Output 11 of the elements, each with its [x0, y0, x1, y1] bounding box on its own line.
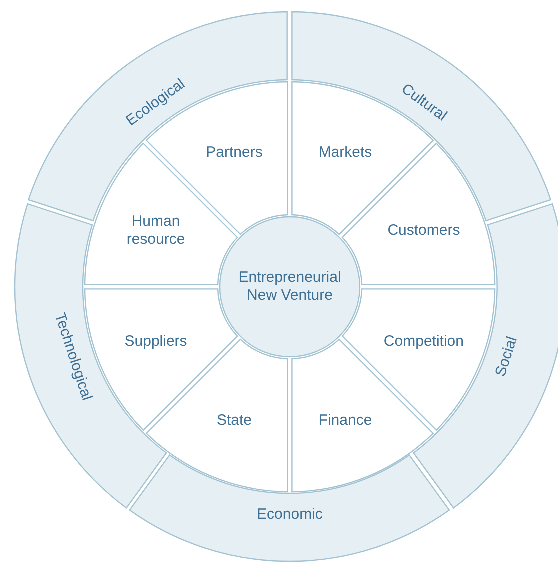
- sector-label: Competition: [384, 333, 464, 352]
- sector-label: Finance: [318, 412, 372, 430]
- sector-label: Suppliers: [124, 333, 188, 352]
- ring-label: Social: [492, 335, 522, 380]
- ring-label: Economic: [257, 506, 323, 524]
- sector-label: Customers: [388, 222, 460, 240]
- sector-label: Human resource: [126, 213, 186, 250]
- center-label: Entrepreneurial New Venture: [238, 269, 342, 305]
- sector-label: State: [216, 412, 252, 430]
- sector-label: Markets: [318, 144, 372, 162]
- sector-label: Partners: [206, 144, 263, 162]
